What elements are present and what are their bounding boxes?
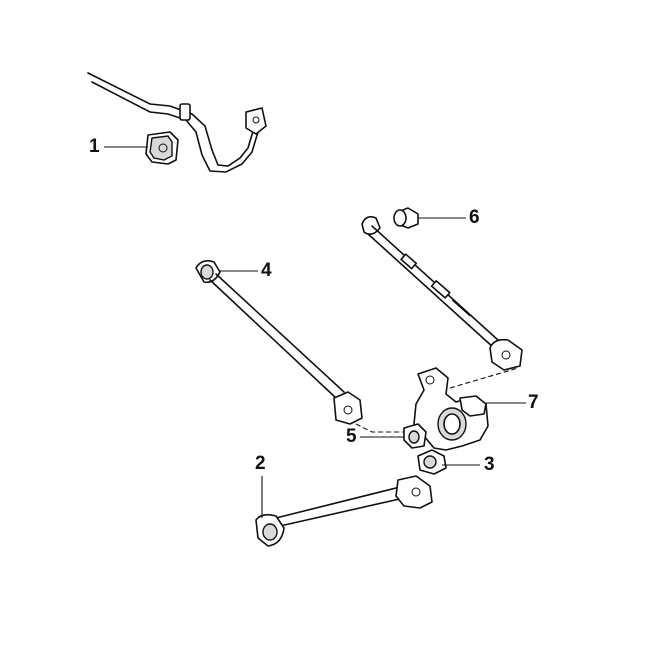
upper-control-arm [195, 260, 363, 425]
trailing-arm [255, 475, 433, 547]
dashed-link-7 [449, 367, 519, 389]
callout-4: 4 [261, 260, 272, 281]
callout-7: 7 [528, 392, 539, 413]
callout-6: 6 [469, 207, 480, 228]
rear-knuckle [413, 367, 489, 451]
callout-5: 5 [346, 426, 357, 447]
callout-2: 2 [255, 453, 266, 474]
stabilizer-bar [87, 72, 267, 173]
stabilizer-bushing [145, 131, 179, 165]
knuckle-inner-bushing [403, 423, 427, 449]
stabilizer-clamp [179, 103, 191, 121]
stabilizer-end [245, 107, 267, 135]
lateral-link [361, 216, 523, 371]
knuckle-lower-bushing [417, 449, 447, 475]
callout-1: 1 [89, 136, 100, 157]
lateral-link-bushing [393, 207, 419, 229]
dashed-link-5 [355, 423, 404, 433]
callout-3: 3 [484, 454, 495, 475]
